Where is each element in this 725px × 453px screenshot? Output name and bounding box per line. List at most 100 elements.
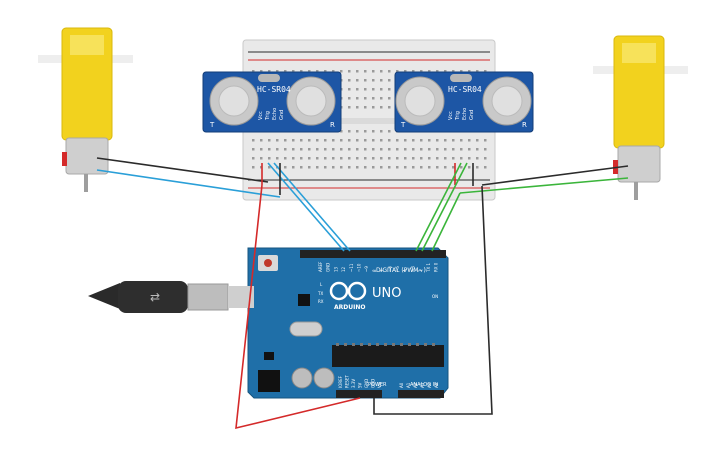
power-pin-label: GND xyxy=(371,379,376,388)
breadboard-hole xyxy=(444,166,447,169)
breadboard-hole xyxy=(268,139,271,142)
breadboard-hole xyxy=(396,139,399,142)
breadboard-hole xyxy=(436,148,439,151)
breadboard-hole xyxy=(276,70,279,73)
breadboard-hole xyxy=(404,157,407,160)
breadboard-hole xyxy=(292,139,295,142)
digital-pin-label: RX 0 xyxy=(434,262,439,272)
digital-pin-label: 12 xyxy=(341,266,346,272)
breadboard-hole xyxy=(372,166,375,169)
breadboard-hole xyxy=(372,130,375,133)
breadboard-hole xyxy=(364,70,367,73)
analog-pin-label: A1 xyxy=(406,382,411,388)
breadboard-hole xyxy=(252,70,255,73)
sensor-2-pin-label: Trig xyxy=(455,111,461,121)
breadboard-hole xyxy=(364,139,367,142)
usb-icon: ⇄ xyxy=(150,290,160,304)
breadboard-hole xyxy=(340,130,343,133)
arduino-model: UNO xyxy=(372,286,401,301)
breadboard-hole xyxy=(364,88,367,91)
breadboard-hole xyxy=(308,139,311,142)
breadboard-hole xyxy=(396,157,399,160)
breadboard-hole xyxy=(276,139,279,142)
sensor-1-pin-label: Vcc xyxy=(258,111,264,120)
breadboard-hole xyxy=(316,139,319,142)
breadboard-hole xyxy=(388,139,391,142)
breadboard-hole xyxy=(292,148,295,151)
wires xyxy=(96,157,629,430)
breadboard-hole xyxy=(316,157,319,160)
breadboard-hole xyxy=(284,139,287,142)
breadboard-hole xyxy=(396,166,399,169)
breadboard-hole xyxy=(292,70,295,73)
breadboard-hole xyxy=(380,166,383,169)
breadboard-hole xyxy=(340,157,343,160)
breadboard-hole xyxy=(388,148,391,151)
breadboard-hole xyxy=(484,166,487,169)
breadboard-hole xyxy=(364,157,367,160)
breadboard-hole xyxy=(340,148,343,151)
breadboard-hole xyxy=(300,166,303,169)
breadboard-hole xyxy=(420,166,423,169)
breadboard-hole xyxy=(468,148,471,151)
digital-pin-label: 7 xyxy=(380,269,385,272)
breadboard-hole xyxy=(348,88,351,91)
digital-pin-label: ~11 xyxy=(349,263,354,272)
sensor-1-r-label: R xyxy=(330,121,335,129)
breadboard-hole xyxy=(300,70,303,73)
breadboard-hole xyxy=(380,130,383,133)
breadboard-hole xyxy=(412,139,415,142)
breadboard-hole xyxy=(292,157,295,160)
breadboard-hole xyxy=(444,157,447,160)
breadboard-hole xyxy=(380,148,383,151)
digital-pin-label: ~5 xyxy=(395,266,400,272)
breadboard-hole xyxy=(460,157,463,160)
breadboard-hole xyxy=(292,166,295,169)
analog-pin-label: A5 xyxy=(434,382,439,388)
breadboard-hole xyxy=(380,97,383,100)
digital-pin-label: ~10 xyxy=(357,263,362,272)
breadboard-hole xyxy=(348,166,351,169)
breadboard-hole xyxy=(396,70,399,73)
digital-pin-label: GND xyxy=(326,263,331,272)
breadboard-hole xyxy=(412,157,415,160)
breadboard-hole xyxy=(332,157,335,160)
breadboard-hole xyxy=(324,157,327,160)
breadboard-hole xyxy=(284,70,287,73)
breadboard-hole xyxy=(324,70,327,73)
breadboard-hole xyxy=(284,148,287,151)
sensor-2-r-label: R xyxy=(522,121,527,129)
breadboard-hole xyxy=(356,148,359,151)
breadboard-hole xyxy=(396,148,399,151)
sensor-1-model-label: HC-SR04 xyxy=(257,85,291,94)
breadboard-hole xyxy=(356,166,359,169)
breadboard-hole xyxy=(484,157,487,160)
breadboard-hole xyxy=(260,157,263,160)
breadboard-hole xyxy=(428,166,431,169)
breadboard-hole xyxy=(260,148,263,151)
breadboard-hole xyxy=(404,148,407,151)
breadboard-hole xyxy=(460,139,463,142)
sensor-1-pin-label: Trig xyxy=(265,111,271,121)
digital-pin-label: 4 xyxy=(403,269,408,272)
breadboard-hole xyxy=(452,148,455,151)
power-pin-label: Vin xyxy=(377,381,382,388)
breadboard-hole xyxy=(436,139,439,142)
sensor-2-t-label: T xyxy=(400,121,406,129)
sensor-2-pin-label: Gnd xyxy=(469,110,475,120)
arduino-logo xyxy=(329,281,367,301)
breadboard-hole xyxy=(428,157,431,160)
breadboard-hole xyxy=(412,70,415,73)
breadboard-hole xyxy=(428,148,431,151)
breadboard-hole xyxy=(452,166,455,169)
breadboard-hole xyxy=(388,166,391,169)
breadboard-hole xyxy=(468,166,471,169)
sensor-1-t-label: T xyxy=(209,121,215,129)
breadboard-hole xyxy=(412,166,415,169)
power-pin-label: 5V xyxy=(358,382,363,388)
digital-pin-label: ~6 xyxy=(387,266,392,272)
breadboard-hole xyxy=(404,70,407,73)
breadboard-hole xyxy=(388,97,391,100)
sensor-1-pin-label: Echo xyxy=(272,108,278,120)
sensor-2-model-label: HC-SR04 xyxy=(448,85,482,94)
